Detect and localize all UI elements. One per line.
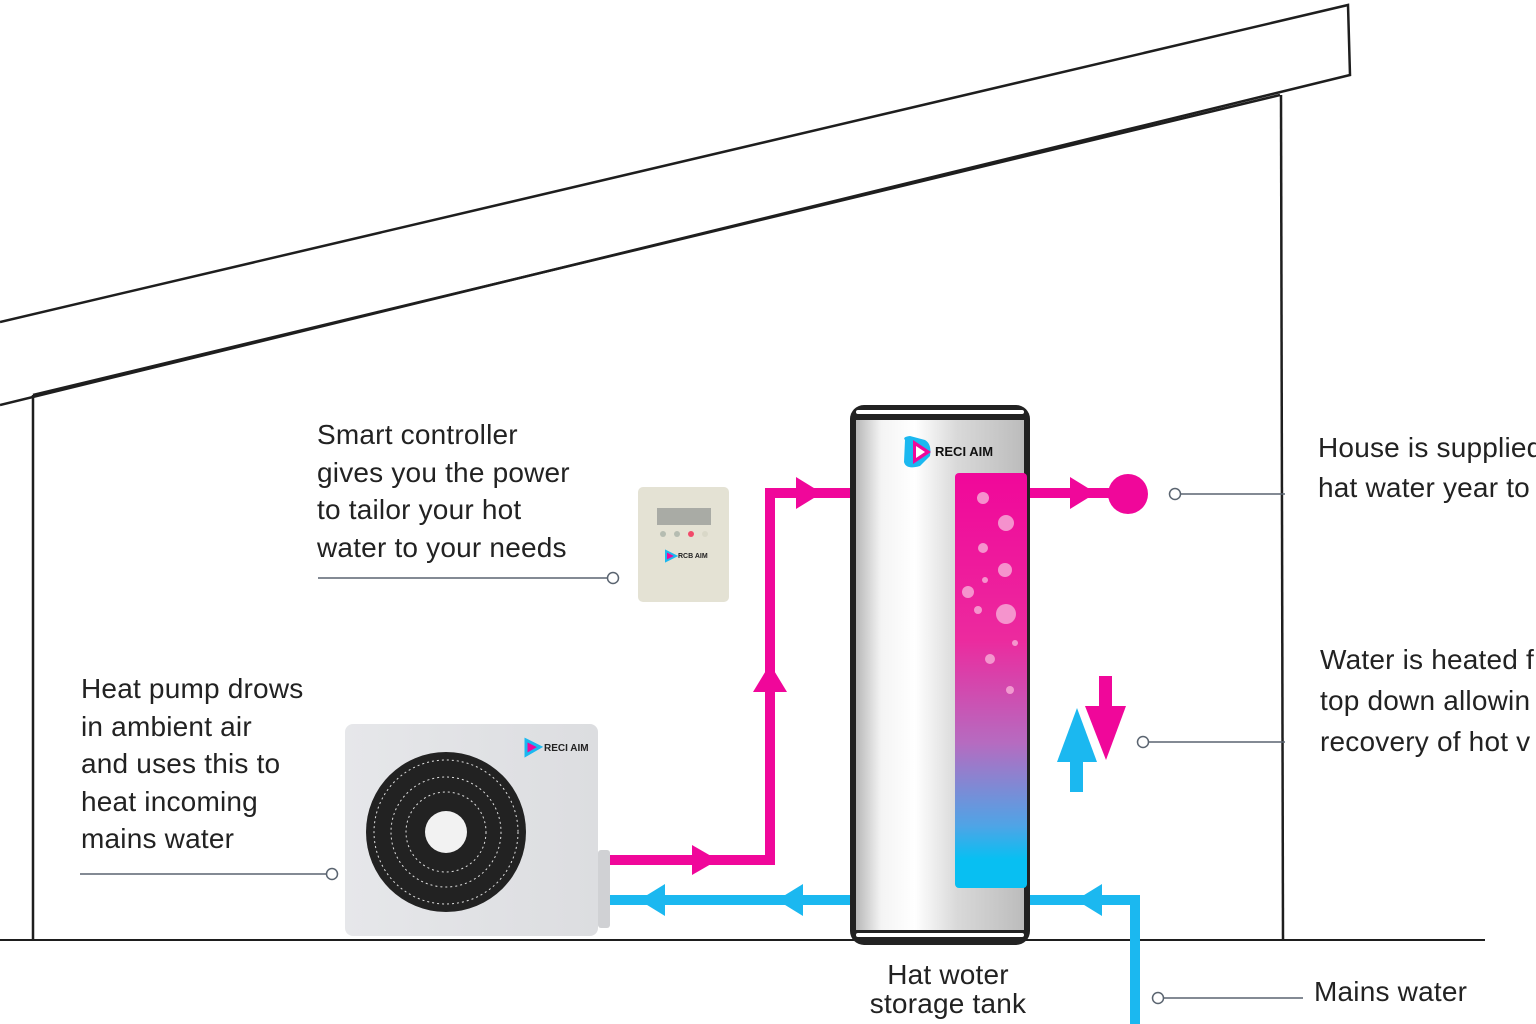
controller-brand-text: RCB AIM bbox=[678, 553, 708, 560]
label-line: recovery of hot v bbox=[1320, 726, 1531, 757]
label-line: water to your needs bbox=[317, 531, 567, 563]
house-outline bbox=[0, 3, 1485, 941]
hot-outlet-tap bbox=[1108, 474, 1148, 514]
label-line: storage tank bbox=[869, 988, 1027, 1019]
tank-water-level bbox=[955, 473, 1027, 888]
label-line: to tailor your hot bbox=[317, 494, 522, 525]
tank-logo: RECI AIM bbox=[904, 436, 993, 468]
roof-underside bbox=[32, 93, 1281, 397]
label-line: in ambient air bbox=[81, 710, 252, 742]
roof bbox=[0, 3, 1352, 407]
label-line: mains water bbox=[81, 823, 235, 854]
right-wall bbox=[1279, 94, 1285, 941]
label-line: and uses this to bbox=[81, 748, 281, 779]
heat-pump-unit: RECI AIM bbox=[345, 724, 610, 936]
tank-label: Hat woter storage tank bbox=[858, 960, 1038, 1018]
tank-brand-text: RECI AIM bbox=[935, 444, 993, 459]
label-line: hat water year to bbox=[1318, 472, 1530, 503]
arrow-right-icon bbox=[1070, 477, 1096, 509]
stratification-arrows bbox=[1057, 676, 1126, 792]
heat-pump-brand-text: RECI AIM bbox=[544, 743, 589, 754]
heat-pump-label: Heat pump drows in ambient air and uses … bbox=[81, 670, 303, 858]
smart-controller-label: Smart controller gives you the power to … bbox=[317, 416, 570, 566]
arrow-right-icon bbox=[692, 845, 718, 875]
label-line: Water is heated f bbox=[1320, 644, 1535, 675]
brand-logo-icon bbox=[524, 737, 544, 758]
leader-lines bbox=[80, 487, 1303, 1005]
water-heated-label: Water is heated f top down allowin recov… bbox=[1320, 639, 1534, 762]
label-line: Hat woter bbox=[887, 959, 1009, 990]
controller-display bbox=[657, 508, 711, 525]
cold-pipe-mains bbox=[1030, 895, 1140, 1024]
label-line: gives you the power bbox=[317, 456, 570, 488]
bubbles bbox=[962, 492, 1018, 694]
house-supplied-label: House is supplied hat water year to bbox=[1318, 428, 1536, 508]
label-line: top down allowin bbox=[1320, 685, 1531, 716]
label-line: heat incoming bbox=[81, 785, 258, 817]
arrow-up-icon bbox=[753, 664, 787, 692]
arrow-right-icon bbox=[796, 477, 822, 509]
arrow-left-icon bbox=[777, 884, 803, 916]
smart-controller-device: RCB AIM bbox=[638, 487, 729, 602]
label-line: Heat pump drows bbox=[81, 673, 304, 704]
label-line: House is supplied bbox=[1318, 432, 1536, 463]
arrow-up-icon bbox=[1057, 708, 1097, 762]
arrow-left-icon bbox=[639, 884, 665, 916]
arrow-left-icon bbox=[1076, 884, 1102, 916]
label-line: Smart controller bbox=[317, 419, 518, 450]
brand-logo-icon bbox=[665, 549, 679, 563]
cold-arrows bbox=[639, 884, 1102, 916]
fan-hub bbox=[425, 811, 467, 853]
hot-water-tank: RECI AIM bbox=[850, 405, 1030, 945]
arrow-down-icon bbox=[1085, 706, 1126, 760]
mains-water-label: Mains water bbox=[1314, 976, 1468, 1007]
hot-arrows bbox=[692, 477, 1096, 875]
